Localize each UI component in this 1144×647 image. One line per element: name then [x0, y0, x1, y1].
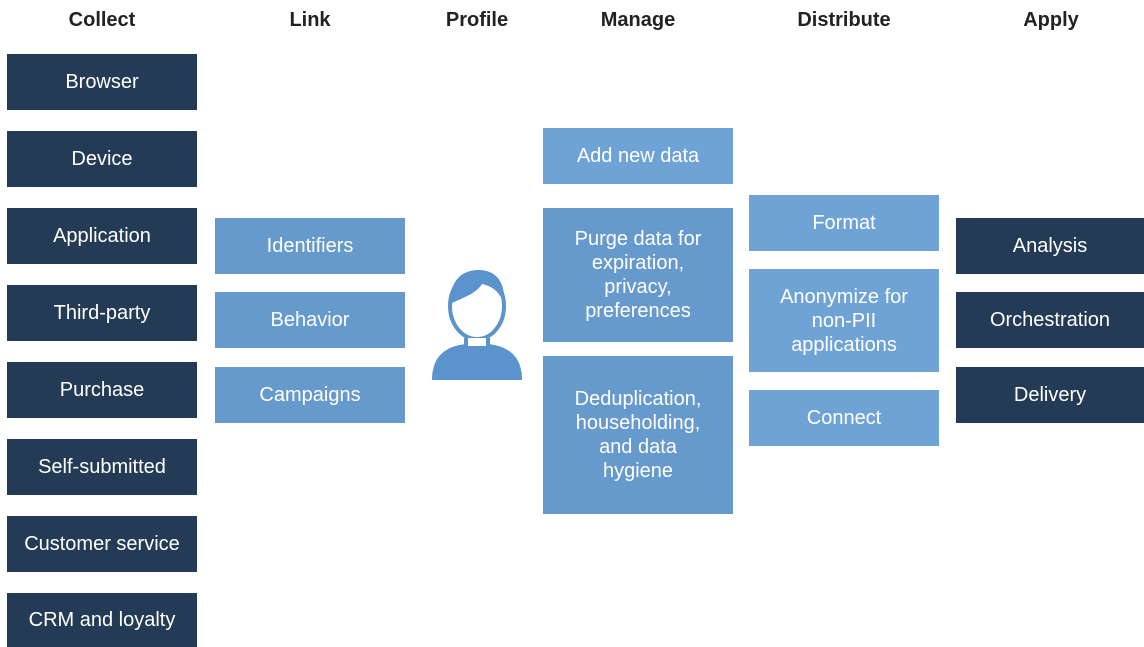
header-link: Link [289, 9, 331, 31]
apply-box-delivery: Delivery [956, 367, 1144, 423]
collect-box-customer-service: Customer service [7, 516, 197, 572]
apply-box-analysis: Analysis [956, 218, 1144, 274]
header-apply: Apply [1023, 9, 1079, 31]
distribute-box-connect: Connect [749, 390, 939, 446]
person-icon [432, 270, 522, 380]
distribute-box-format: Format [749, 195, 939, 251]
collect-box-application: Application [7, 208, 197, 264]
collect-box-third-party: Third-party [7, 285, 197, 341]
manage-box-purge-data: Purge data for expiration, privacy, pref… [543, 208, 733, 342]
manage-box-deduplication: Deduplication, householding, and data hy… [543, 356, 733, 514]
collect-box-device: Device [7, 131, 197, 187]
manage-box-add-new-data: Add new data [543, 128, 733, 184]
link-box-campaigns: Campaigns [215, 367, 405, 423]
header-profile: Profile [445, 9, 509, 31]
header-collect: Collect [68, 9, 136, 31]
apply-box-orchestration: Orchestration [956, 292, 1144, 348]
collect-box-purchase: Purchase [7, 362, 197, 418]
header-manage: Manage [600, 9, 676, 31]
collect-box-self-submitted: Self-submitted [7, 439, 197, 495]
collect-box-crm-loyalty: CRM and loyalty [7, 593, 197, 647]
collect-box-browser: Browser [7, 54, 197, 110]
link-box-behavior: Behavior [215, 292, 405, 348]
link-box-identifiers: Identifiers [215, 218, 405, 274]
header-distribute: Distribute [797, 9, 891, 31]
distribute-box-anonymize: Anonymize for non-PII applications [749, 269, 939, 372]
